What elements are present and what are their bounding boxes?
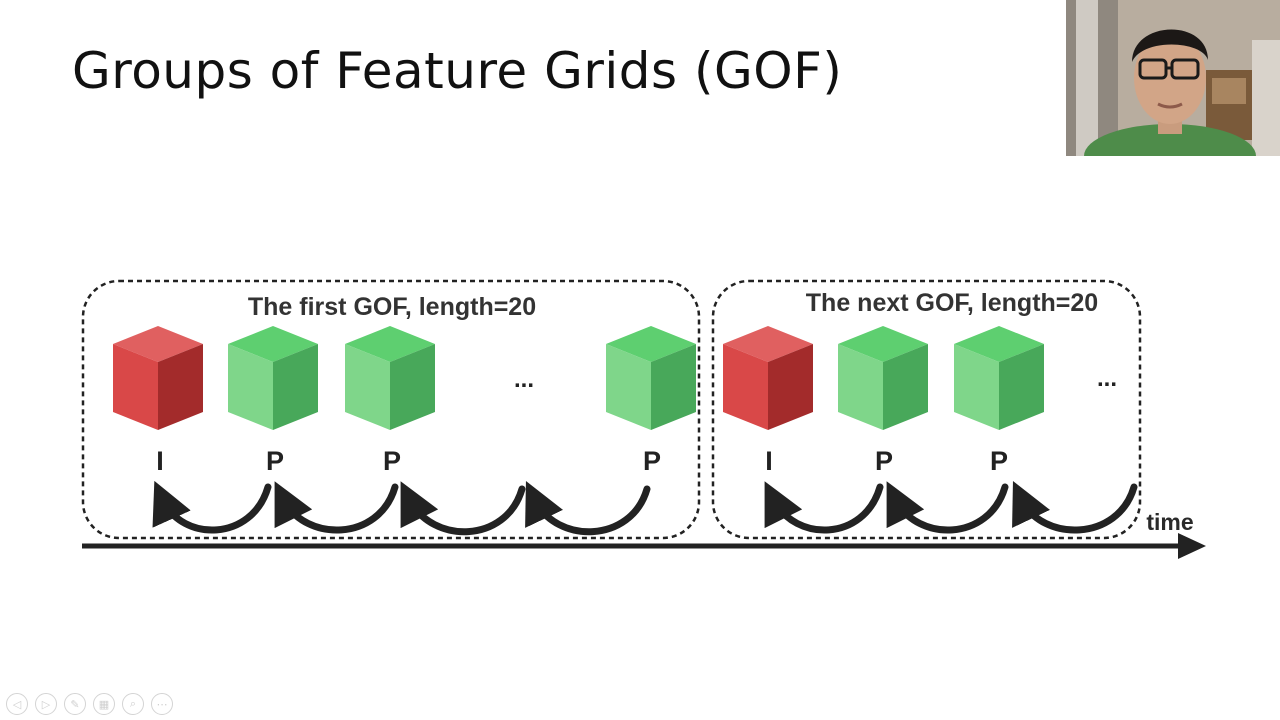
frame-cube-p-4: [838, 326, 928, 430]
frame-label-i-2: I: [765, 446, 773, 476]
zoom-icon[interactable]: ⌕: [122, 693, 144, 715]
frame-cube-p-3: [606, 326, 696, 430]
time-axis-label: time: [1146, 509, 1193, 535]
frame-label-i-1: I: [156, 446, 164, 476]
presentation-controls: ◁ ▷ ✎ ▦ ⌕ ⋯: [6, 693, 173, 715]
ref-arrow-2: [274, 481, 399, 534]
frame-ellipsis-1: ...: [514, 366, 534, 393]
prev-icon[interactable]: ◁: [6, 693, 28, 715]
frame-label-p-4: P: [875, 446, 893, 476]
gof-label-next: The next GOF, length=20: [806, 289, 1098, 317]
gof-box-next: [711, 279, 1142, 540]
time-axis-arrowhead: [1178, 533, 1206, 559]
frame-cube-i-2: [723, 326, 813, 430]
gof-box-first: [81, 279, 701, 540]
pen-icon[interactable]: ✎: [64, 693, 86, 715]
slide-title: Groups of Feature Grids (GOF): [72, 42, 843, 100]
webcam-video: [1066, 0, 1280, 156]
more-icon[interactable]: ⋯: [151, 693, 173, 715]
frame-label-p-5: P: [990, 446, 1008, 476]
frame-label-p-3: P: [643, 446, 661, 476]
frame-label-p-2: P: [383, 446, 401, 476]
ref-arrow-7: [1012, 481, 1138, 534]
frame-cube-p-1: [228, 326, 318, 430]
slides-icon[interactable]: ▦: [93, 693, 115, 715]
frame-label-p-1: P: [266, 446, 284, 476]
frame-cube-p-2: [345, 326, 435, 430]
frame-cube-p-5: [954, 326, 1044, 430]
ref-arrow-6: [886, 481, 1009, 534]
ref-arrow-3: [400, 481, 526, 536]
ref-arrow-5: [764, 481, 884, 534]
frame-cube-i-1: [113, 326, 203, 430]
gof-label-first: The first GOF, length=20: [248, 293, 536, 321]
ref-arrow-4: [525, 481, 651, 536]
ref-arrow-1: [152, 480, 272, 534]
next-icon[interactable]: ▷: [35, 693, 57, 715]
frame-ellipsis-2: ...: [1097, 365, 1117, 392]
